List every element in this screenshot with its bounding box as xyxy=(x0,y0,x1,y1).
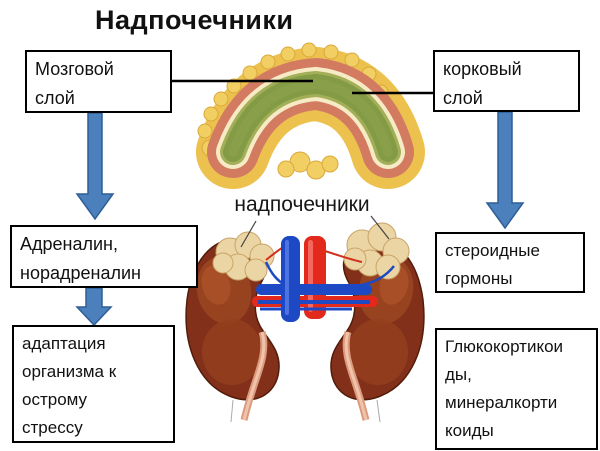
box-steroid-hormones: стероидные гормоны xyxy=(435,232,585,293)
arrow-down-icon xyxy=(75,112,115,221)
arrow-down-icon xyxy=(485,111,525,230)
box-glucocorticoids: Глюкокортикои ды, минералкорти коиды xyxy=(435,328,598,450)
box-medulla-layer: Мозговой слой xyxy=(25,50,172,113)
box-adrenaline-hormones: Адреналин, норадреналин xyxy=(10,225,198,288)
box-stress-adaptation: адаптация организма к острому стрессу xyxy=(12,325,175,443)
left-adrenal-gland xyxy=(212,231,275,282)
label-leader-right xyxy=(370,215,390,240)
page-title: Надпочечники xyxy=(95,5,294,35)
kidneys-caption: надпочечники xyxy=(234,193,370,216)
adrenal-cross-section-illustration xyxy=(196,42,425,189)
box-cortex-layer: корковый слой xyxy=(433,50,580,112)
label-leader-left xyxy=(240,220,257,248)
arrow-down-icon xyxy=(75,287,113,327)
right-adrenal-gland xyxy=(343,222,410,280)
kidneys-illustration xyxy=(185,215,425,423)
